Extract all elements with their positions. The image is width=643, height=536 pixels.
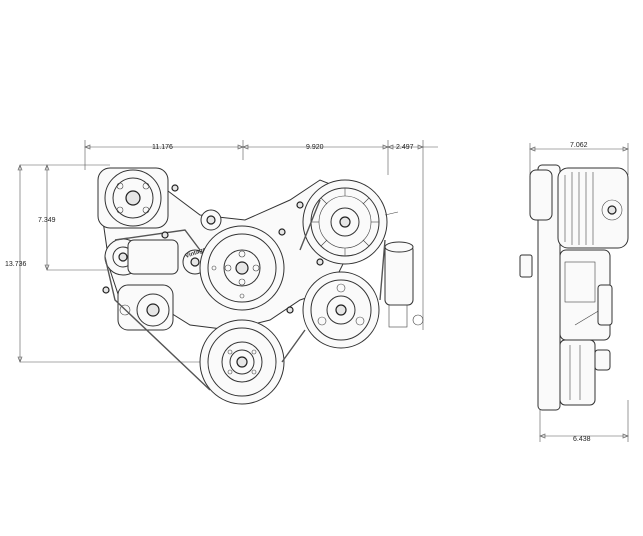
side-crank-pulley xyxy=(559,339,611,406)
dim-width-mid: 9.920 xyxy=(306,144,324,151)
water-pump-pulley xyxy=(199,225,285,311)
dim-width-left: 11.176 xyxy=(152,144,173,151)
front-view: Vintage xyxy=(97,167,424,405)
side-pulley-front xyxy=(519,254,533,278)
dimension-lines-side xyxy=(529,143,629,442)
dim-height-upper: 7.349 xyxy=(38,217,56,224)
alternator xyxy=(302,179,399,265)
dim-width-right: 2.497 xyxy=(396,144,414,151)
tensioner-arm xyxy=(127,239,179,275)
side-alternator xyxy=(557,167,629,249)
mounting-bolts xyxy=(102,184,324,314)
side-view xyxy=(519,164,629,411)
ps-reservoir xyxy=(384,241,424,328)
side-ps-pump xyxy=(559,249,613,341)
dim-side-bottom: 6.438 xyxy=(573,436,591,443)
crank-pulley xyxy=(199,319,285,405)
dim-side-top: 7.062 xyxy=(570,142,588,149)
side-compressor xyxy=(529,169,553,221)
power-steering-pulley xyxy=(302,271,380,349)
dim-height-total: 13.736 xyxy=(5,261,27,268)
idler-pulley-small xyxy=(200,209,222,231)
serpentine-belt xyxy=(104,199,386,391)
lower-left-housing xyxy=(117,284,174,331)
ac-compressor xyxy=(97,167,169,229)
